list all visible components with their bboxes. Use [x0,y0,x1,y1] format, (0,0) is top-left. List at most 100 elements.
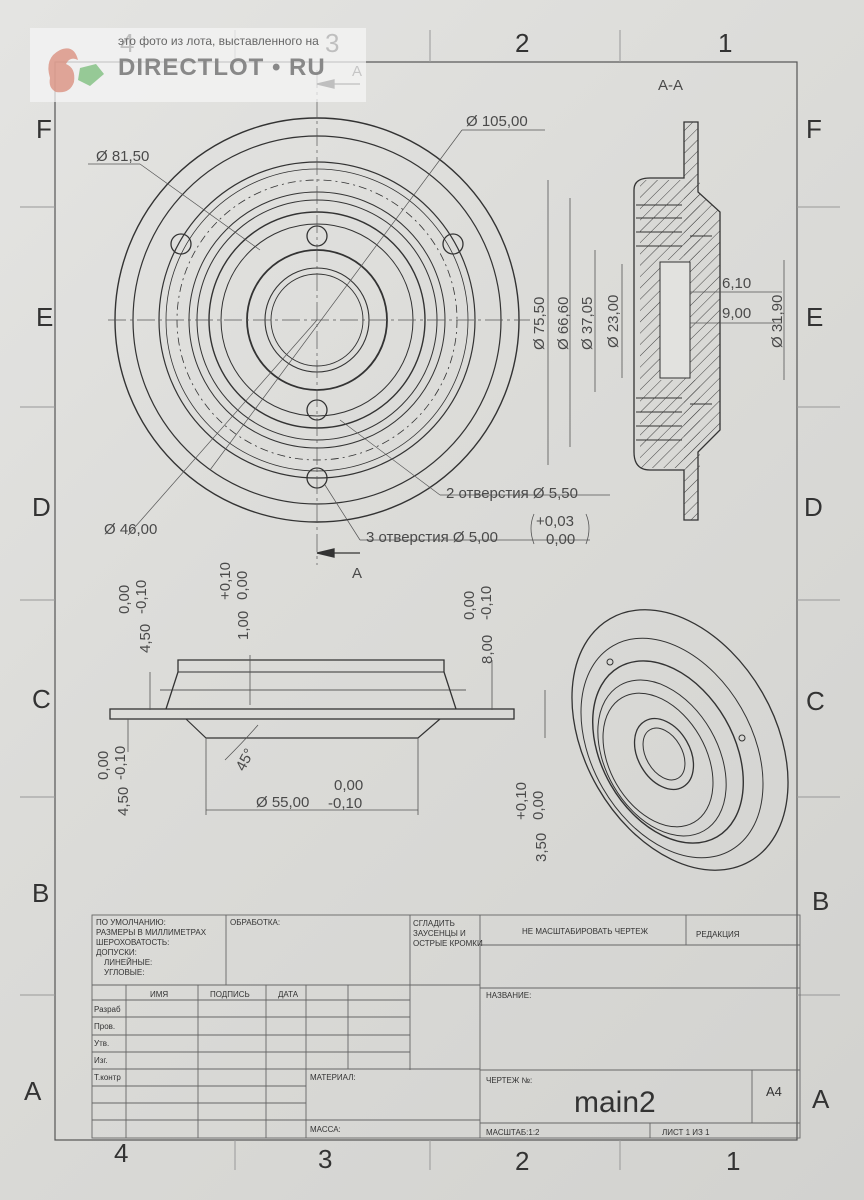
tb-mass: МАССА: [310,1125,341,1134]
zone-bottom-1: 1 [726,1146,740,1176]
zone-right-a: A [812,1084,830,1114]
dim-d31: Ø 31,90 [769,295,786,348]
zone-right-e: E [806,302,823,332]
dim-h1-00: 1,00 [235,611,252,640]
dim-9-00: 9,00 [722,305,751,322]
side-view [109,659,515,739]
zone-top-1: 1 [718,28,732,58]
tb-defaults-5: ЛИНЕЙНЫЕ: [104,958,152,967]
zone-bottom-4: 4 [114,1138,128,1168]
tb-col-date: ДАТА [278,990,299,999]
dim-h4-50-top-tol-b: -0,10 [133,580,150,614]
zone-left-a: A [24,1076,42,1106]
zone-left-f: F [36,114,52,144]
dim-h4-50-bottom-tol-a: 0,00 [95,751,112,780]
tb-row-approved: Утв. [94,1039,109,1048]
tol-brackets-holes [530,513,590,545]
zone-left-d: D [32,492,51,522]
dim-holes-3: 3 отверстия Ø 5,00 [366,529,498,546]
zone-left-e: E [36,302,53,332]
tb-deburr-3: ОСТРЫЕ КРОМКИ [413,939,483,948]
tb-material: МАТЕРИАЛ: [310,1073,356,1082]
dim-d105: Ø 105,00 [466,113,528,130]
zone-ticks [20,30,840,1170]
dim-d37: Ø 37,05 [579,297,596,350]
tb-drawing-no: ЧЕРТЕЖ №: [486,1076,532,1085]
dim-d55-tol-b: -0,10 [328,795,362,812]
dim-h3-50: 3,50 [533,833,550,862]
tb-no-scale: НЕ МАСШТАБИРОВАТЬ ЧЕРТЕЖ [522,927,649,936]
tb-row-checked: Пров. [94,1022,115,1031]
squirrel-logo-icon [48,48,104,93]
dim-h8-00: 8,00 [479,635,496,664]
dim-d55-tol-a: 0,00 [334,777,363,794]
dim-holes-3-tol-zero: 0,00 [546,531,575,548]
dim-h4-50-bottom-tol-b: -0,10 [112,746,129,780]
dim-d66: Ø 66,60 [555,297,572,350]
dim-h4-50-top: 4,50 [137,624,154,653]
dim-h4-50-top-tol-a: 0,00 [116,585,133,614]
tb-scale: МАСШТАБ:1:2 [486,1128,540,1137]
front-center-lines [88,70,610,565]
dim-holes-3-tol-plus: +0,03 [536,513,574,530]
title-block-grid [91,914,801,1139]
tb-row-manufactured: Изг. [94,1056,108,1065]
tb-title-label: НАЗВАНИЕ: [486,991,531,1000]
sheet-frame [54,61,798,1141]
zone-right-f: F [806,114,822,144]
dim-6-10: 6,10 [722,275,751,292]
tb-deburr-1: СГЛАДИТЬ [413,919,455,928]
tb-defaults-2: РАЗМЕРЫ В МИЛЛИМЕТРАХ [96,928,207,937]
dim-h1-00-tol-a: +0,10 [217,562,234,600]
dim-d81: Ø 81,50 [96,148,149,165]
tb-defaults-1: ПО УМОЛЧАНИЮ: [96,918,166,927]
zone-left-c: C [32,684,51,714]
tb-defaults-6: УГЛОВЫЕ: [104,968,144,977]
dim-h8-00-tol-b: -0,10 [478,586,495,620]
dim-d55: Ø 55,00 [256,794,309,811]
zone-top-2: 2 [515,28,529,58]
tb-row-control: Т.контр [94,1073,121,1082]
side-dimension-lines [127,655,546,815]
watermark-panel [30,28,366,102]
watermark-brand[interactable]: DIRECTLOT • RU [118,54,326,81]
section-label-bottom: A [352,565,362,582]
isometric-view [571,609,789,871]
zone-left-b: B [32,878,49,908]
tb-row-developer: Разраб [94,1005,121,1014]
tb-revision: РЕДАКЦИЯ [696,930,740,939]
watermark-note: это фото из лота, выставленного на [118,34,319,48]
section-view [633,121,721,521]
dim-h3-50-tol-a: +0,10 [513,782,530,820]
tb-processing: ОБРАБОТКА: [230,918,280,927]
zone-bottom-3: 3 [318,1144,332,1174]
dim-holes-2: 2 отверстия Ø 5,50 [446,485,578,502]
dim-h1-00-tol-b: 0,00 [234,571,251,600]
zone-right-c: C [806,686,825,716]
tb-deburr-2: ЗАУСЕНЦЫ И [413,929,466,938]
tb-col-signature: ПОДПИСЬ [210,990,250,999]
dim-d75: Ø 75,50 [531,297,548,350]
tb-sheet: ЛИСТ 1 ИЗ 1 [662,1128,710,1137]
zone-right-d: D [804,492,823,522]
tb-col-name: ИМЯ [150,990,168,999]
section-title: A-A [658,77,683,94]
tb-format: A4 [766,1084,782,1099]
dim-h4-50-bottom: 4,50 [115,787,132,816]
tb-defaults-4: ДОПУСКИ: [96,948,137,957]
title-block-texts: ПО УМОЛЧАНИЮ: РАЗМЕРЫ В МИЛЛИМЕТРАХ ШЕРО… [94,918,782,1137]
dim-d23: Ø 23,00 [605,295,622,348]
tb-defaults-3: ШЕРОХОВАТОСТЬ: [96,938,169,947]
section-dimension-texts: Ø 75,50 Ø 66,60 Ø 37,05 Ø 23,00 Ø 31,90 … [531,275,786,350]
section-dimension-lines [547,180,785,465]
dim-d46: Ø 46,00 [104,521,157,538]
zone-bottom-2: 2 [515,1146,529,1176]
dim-angle-45: 45° [233,746,259,774]
tb-drawing-name: main2 [574,1086,656,1119]
dim-h8-00-tol-a: 0,00 [461,591,478,620]
zone-right-b: B [812,886,829,916]
dim-h3-50-tol-b: 0,00 [530,791,547,820]
side-dimension-texts: 4,50 0,00 -0,10 1,00 +0,10 0,00 8,00 0,0… [95,562,550,862]
